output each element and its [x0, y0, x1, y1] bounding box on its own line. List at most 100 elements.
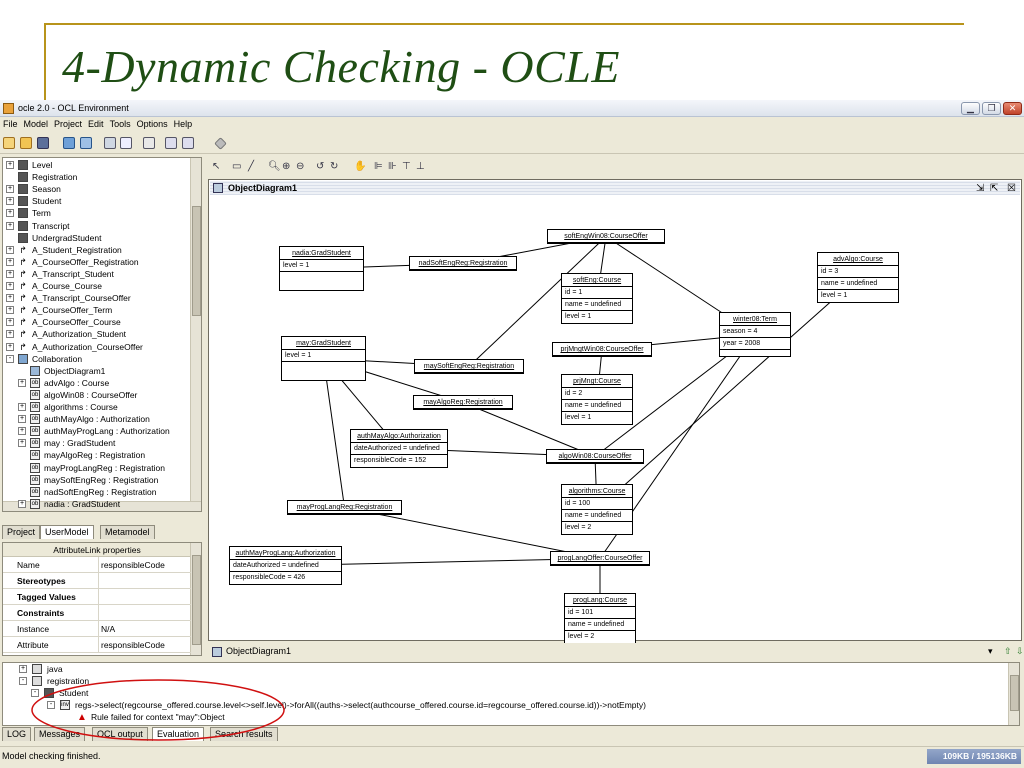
tab-usermodel[interactable]: UserModel	[40, 525, 94, 539]
expand-icon[interactable]: +	[18, 378, 26, 387]
menu-tools[interactable]: Tools	[109, 119, 131, 129]
expand-icon[interactable]: +	[6, 269, 14, 278]
object-nadSoftEngReg[interactable]: nadSoftEngReg:Registration	[409, 256, 517, 271]
object-prjMngtWin08[interactable]: prjMngtWin08:CourseOffer	[552, 342, 652, 357]
expand-icon[interactable]: +	[18, 439, 26, 448]
property-value[interactable]: responsibleCode	[101, 640, 165, 650]
object-maySoftEngReg[interactable]: maySoftEngReg:Registration	[414, 359, 524, 374]
expand-icon[interactable]: +	[6, 257, 14, 266]
align-center-icon[interactable]: ⊪	[388, 161, 397, 172]
property-value[interactable]: N/A	[101, 624, 116, 634]
link-tool-icon[interactable]: ╱	[248, 161, 255, 172]
object-algoWin08[interactable]: algoWin08:CourseOffer	[546, 449, 644, 464]
restore-icon[interactable]: ⇲	[976, 183, 985, 194]
diagram-canvas[interactable]: softEngWin08:CourseOffer nadia:GradStuden…	[209, 196, 1021, 644]
props-scroll-thumb[interactable]	[192, 555, 201, 645]
eraser-icon[interactable]	[214, 137, 227, 150]
tree-vscroll[interactable]	[190, 158, 201, 511]
menu-help[interactable]: Help	[173, 119, 193, 129]
link-advAlgo-algorithms[interactable]	[596, 277, 859, 510]
collapse-icon[interactable]: -	[47, 701, 55, 709]
maximize-button[interactable]: ❐	[982, 102, 1001, 115]
import-icon[interactable]	[63, 137, 75, 149]
expand-icon[interactable]: +	[6, 282, 14, 290]
link-softEngWin08-maySoftEngReg[interactable]	[468, 236, 607, 367]
object-mayAlgoReg[interactable]: mayAlgoReg:Registration	[413, 395, 513, 410]
object-softEngWin08[interactable]: softEngWin08:CourseOffer	[547, 229, 665, 244]
property-value[interactable]: responsibleCode	[101, 560, 165, 570]
object-mayProgLangReg[interactable]: mayProgLangReg:Registration	[287, 500, 402, 515]
arrow-up-icon[interactable]: ⇧	[1004, 646, 1012, 656]
collapse-icon[interactable]: -	[19, 677, 27, 685]
minimize-button[interactable]: ▁	[961, 102, 980, 115]
object-progLangOffer[interactable]: progLangOffer:CourseOffer	[550, 551, 650, 566]
redo-icon[interactable]: ↻	[330, 161, 339, 172]
tab-metamodel[interactable]: Metamodel	[100, 525, 155, 539]
layout2-icon[interactable]	[182, 137, 194, 149]
eval-tree-failure[interactable]: ▲ Rule failed for context "may":Object	[77, 711, 225, 723]
select-tool-icon[interactable]: ↖	[212, 161, 221, 172]
expand-icon[interactable]: +	[6, 185, 14, 194]
menu-project[interactable]: Project	[54, 119, 83, 129]
diagram-tab-label[interactable]: ObjectDiagram1	[226, 646, 292, 656]
export-icon[interactable]	[80, 137, 92, 149]
tab-evaluation[interactable]: Evaluation	[152, 727, 205, 741]
expand-icon[interactable]: +	[6, 294, 14, 303]
expand-icon[interactable]: +	[18, 415, 26, 424]
hand-tool-icon[interactable]: ✋	[354, 161, 367, 172]
menu-edit[interactable]: Edit	[88, 119, 104, 129]
tree-hscroll[interactable]	[3, 501, 201, 511]
zoom-out-icon[interactable]: ⊖	[296, 161, 305, 172]
open-project-icon[interactable]	[20, 137, 32, 149]
eval-vscroll[interactable]	[1008, 663, 1019, 725]
zoom-tool-icon[interactable]: 🔍︎	[268, 161, 281, 172]
dropdown-icon[interactable]: ▾	[988, 646, 993, 656]
property-row[interactable]: Constraints	[3, 605, 191, 621]
align-bottom-icon[interactable]: ⊥	[416, 161, 425, 172]
undo-icon[interactable]: ↺	[316, 161, 325, 172]
expand-icon[interactable]: +	[19, 665, 27, 673]
menu-model[interactable]: Model	[23, 119, 49, 129]
close-button[interactable]: ✕	[1003, 102, 1022, 115]
menu-options[interactable]: Options	[136, 119, 168, 129]
link-mayProgLangReg-progLangOffer[interactable]	[344, 507, 601, 559]
collapse-icon[interactable]: -	[6, 354, 14, 363]
expand-icon[interactable]: +	[6, 197, 14, 206]
expand-icon[interactable]: +	[18, 427, 26, 436]
zoom-in-icon[interactable]: ⊕	[282, 161, 291, 172]
edit-icon[interactable]	[143, 137, 155, 149]
property-row[interactable]: Tagged Values	[3, 589, 191, 605]
expand-icon[interactable]: +	[18, 403, 26, 411]
object-tool-icon[interactable]: ▭	[232, 161, 242, 172]
layout-icon[interactable]	[165, 137, 177, 149]
expand-icon[interactable]: +	[6, 245, 14, 254]
refresh-icon[interactable]	[120, 137, 132, 149]
maximize-diagram-icon[interactable]: ⇱	[990, 183, 999, 194]
align-left-icon[interactable]: ⊫	[374, 161, 383, 172]
menu-file[interactable]: File	[3, 119, 18, 129]
link-may-mayProgLangReg[interactable]	[323, 358, 345, 508]
link-mayAlgoReg-algoWin08[interactable]	[462, 402, 596, 457]
props-vscroll[interactable]	[190, 543, 201, 655]
new-project-icon[interactable]	[3, 137, 15, 149]
expand-icon[interactable]: +	[18, 499, 26, 508]
check-icon[interactable]	[104, 137, 116, 149]
eval-scroll-thumb[interactable]	[1010, 675, 1019, 711]
expand-icon[interactable]: +	[6, 161, 14, 169]
expand-icon[interactable]: +	[6, 221, 14, 230]
expand-icon[interactable]: +	[6, 330, 14, 339]
tab-project[interactable]: Project	[2, 525, 41, 539]
tab-log[interactable]: LOG	[2, 727, 32, 741]
